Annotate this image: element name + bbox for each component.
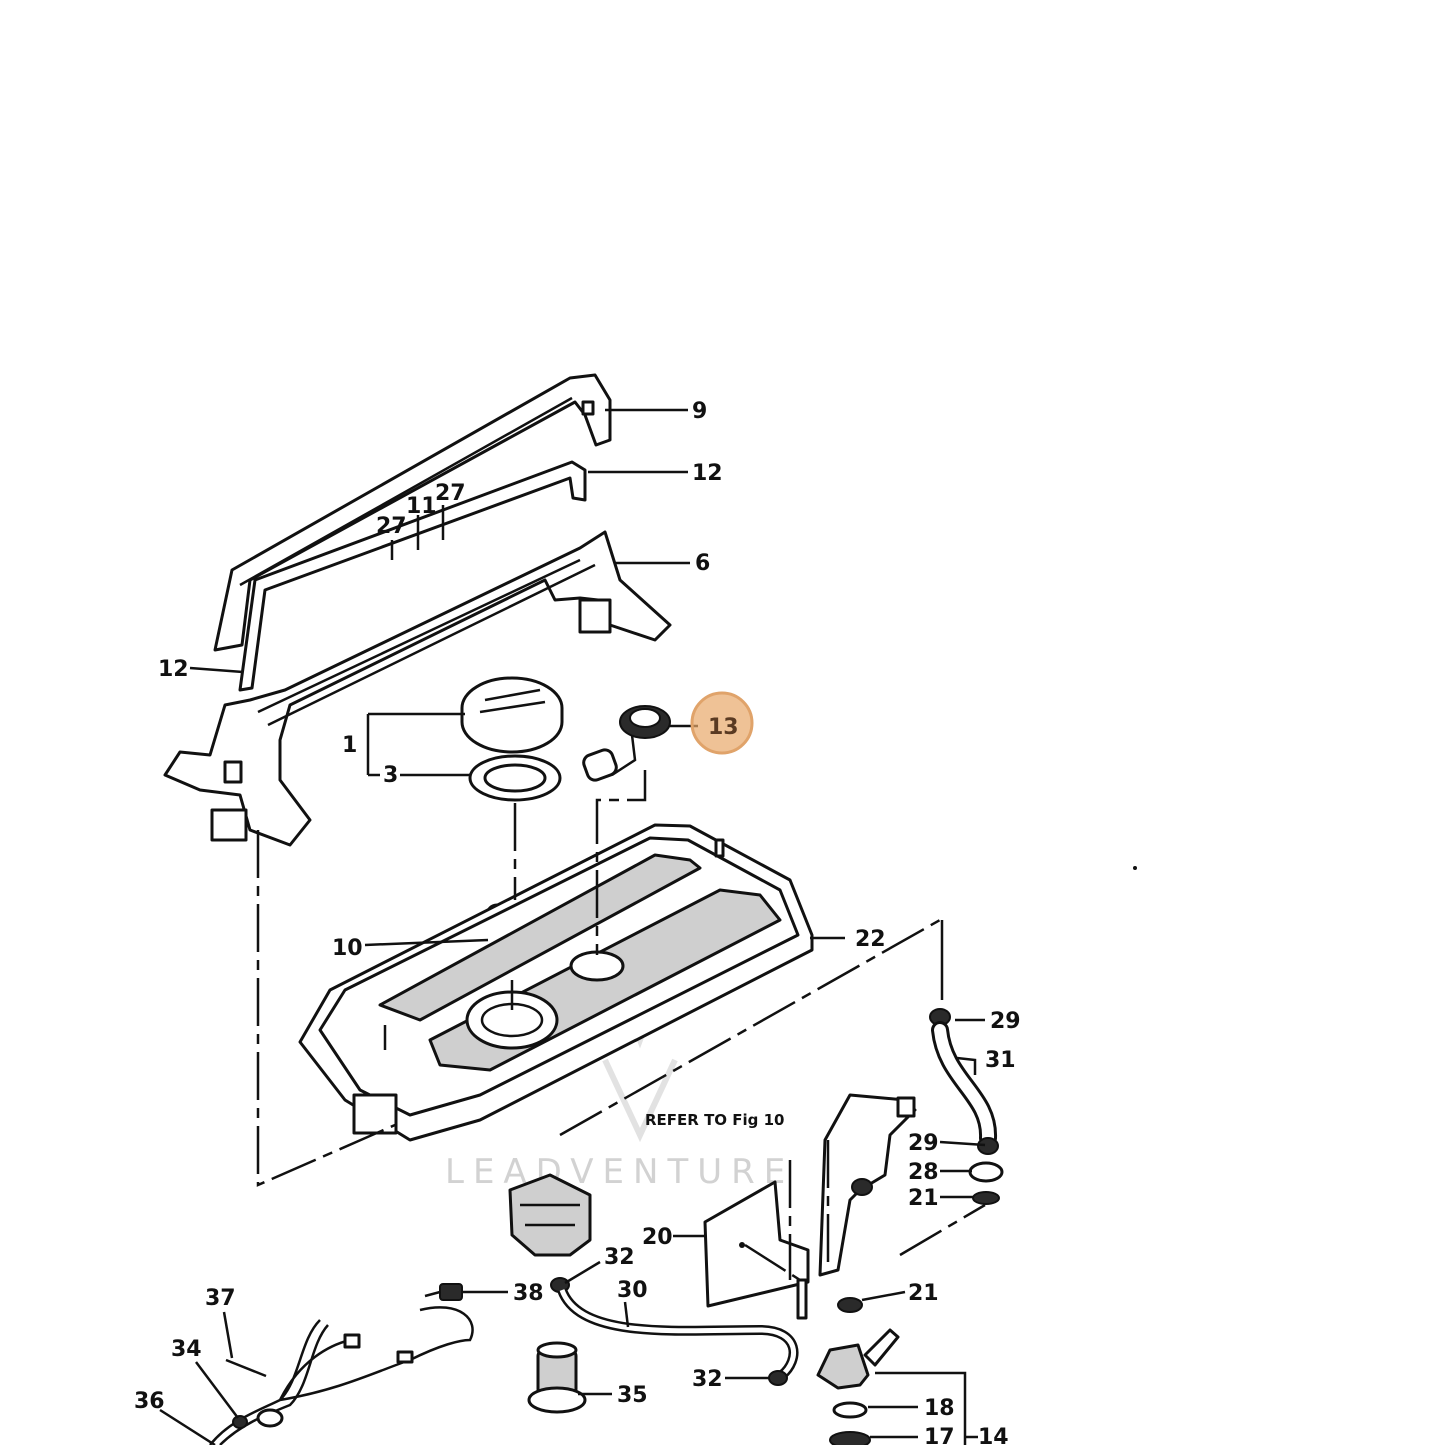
carburetor-part[interactable] — [508, 1173, 592, 1293]
callout-31[interactable]: 31 — [985, 1048, 1016, 1073]
highlight-label: 13 — [708, 715, 739, 740]
watermark: LEADVENTURE — [445, 998, 794, 1192]
bolt-part[interactable] — [424, 1283, 463, 1301]
callout-38[interactable]: 38 — [513, 1281, 544, 1306]
callout-9[interactable]: 9 — [692, 399, 707, 424]
callout-34[interactable]: 34 — [171, 1337, 202, 1362]
callout-27-right[interactable]: 27 — [435, 481, 466, 506]
callout-labels: 9 12 27 11 27 6 12 1 3 10 22 29 31 29 28… — [134, 399, 1021, 1445]
callout-17[interactable]: 17 — [924, 1425, 955, 1445]
fuel-cock-part[interactable] — [816, 1297, 900, 1445]
callout-32-top[interactable]: 32 — [604, 1245, 635, 1270]
bracket-part[interactable] — [818, 1093, 917, 1277]
callout-18[interactable]: 18 — [924, 1396, 955, 1421]
callout-12-left[interactable]: 12 — [158, 657, 189, 682]
top-cover-part[interactable] — [213, 373, 612, 652]
callout-14[interactable]: 14 — [978, 1425, 1009, 1445]
callout-22[interactable]: 22 — [855, 927, 886, 952]
highlight-callout-13[interactable]: 13 — [690, 691, 754, 755]
gasket-part[interactable] — [238, 460, 587, 692]
frame-part[interactable] — [163, 530, 672, 847]
callout-28[interactable]: 28 — [908, 1160, 939, 1185]
callout-35[interactable]: 35 — [617, 1383, 648, 1408]
refer-note: REFER TO Fig 10 — [645, 1111, 785, 1129]
shield-plate-part[interactable] — [703, 1180, 810, 1320]
leader-lines — [159, 408, 986, 1445]
watermark-text: LEADVENTURE — [445, 1152, 794, 1192]
wiring-harness-part[interactable] — [209, 1306, 474, 1445]
callout-1[interactable]: 1 — [342, 733, 357, 758]
stray-dot — [1133, 866, 1137, 870]
callout-12-top[interactable]: 12 — [692, 461, 723, 486]
callout-36[interactable]: 36 — [134, 1389, 165, 1414]
callout-11[interactable]: 11 — [406, 494, 437, 519]
fuel-tank-part[interactable] — [298, 823, 814, 1142]
callout-30[interactable]: 30 — [617, 1278, 648, 1303]
callout-37[interactable]: 37 — [205, 1286, 236, 1311]
fuel-cap-part[interactable] — [460, 676, 564, 754]
fuel-pump-part[interactable] — [527, 1341, 587, 1414]
callout-29-bottom[interactable]: 29 — [908, 1131, 939, 1156]
callout-20[interactable]: 20 — [642, 1225, 673, 1250]
callout-27-left[interactable]: 27 — [376, 514, 407, 539]
fuel-gauge-part[interactable] — [581, 705, 671, 782]
callout-21-bottom[interactable]: 21 — [908, 1281, 939, 1306]
callout-32-bottom[interactable]: 32 — [692, 1367, 723, 1392]
callout-21-top[interactable]: 21 — [908, 1186, 939, 1211]
callout-6[interactable]: 6 — [695, 551, 710, 576]
fuel-line-part[interactable] — [557, 1287, 799, 1386]
assembly-lines — [256, 770, 986, 1282]
callout-3[interactable]: 3 — [383, 763, 398, 788]
cap-gasket-part[interactable] — [468, 754, 562, 802]
fuel-hose-parts[interactable] — [929, 1008, 1004, 1205]
callout-29-top[interactable]: 29 — [990, 1009, 1021, 1034]
callout-10[interactable]: 10 — [332, 936, 363, 961]
